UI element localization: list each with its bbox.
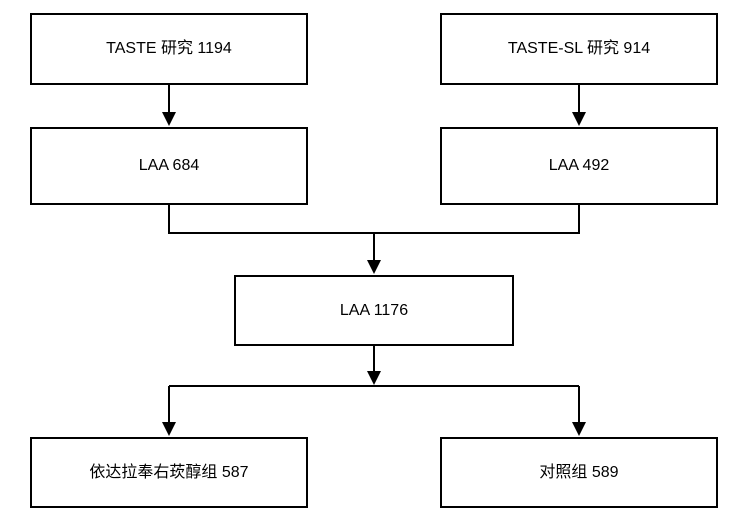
arrow-taste-to-laa684 xyxy=(162,85,176,126)
node-taste-sl-study: TASTE-SL 研究 914 xyxy=(440,13,718,85)
node-laa-pooled-label: LAA 1176 xyxy=(339,301,409,319)
arrow-tastesl-to-laa492 xyxy=(572,85,586,126)
node-control-arm: 对照组 589 xyxy=(440,437,718,508)
node-laa-right: LAA 492 xyxy=(440,127,718,205)
node-laa-right-label: LAA 492 xyxy=(548,157,610,175)
arrowhead-down-icon xyxy=(162,422,176,436)
node-control-arm-label: 对照组 589 xyxy=(539,463,619,481)
node-treatment-arm: 依达拉奉右莰醇组 587 xyxy=(30,437,308,508)
node-treatment-arm-label: 依达拉奉右莰醇组 587 xyxy=(89,463,249,481)
node-laa-pooled: LAA 1176 xyxy=(234,275,514,346)
node-laa-left: LAA 684 xyxy=(30,127,308,205)
node-taste-sl-study-label: TASTE-SL 研究 914 xyxy=(507,40,651,58)
arrowhead-down-icon xyxy=(572,422,586,436)
arrowhead-down-icon xyxy=(572,112,586,126)
arrowhead-down-icon xyxy=(162,112,176,126)
arrowhead-down-icon xyxy=(367,260,381,274)
split-connector-from-laa1176 xyxy=(162,346,586,436)
merge-connector-to-laa1176 xyxy=(168,205,580,274)
arrowhead-down-icon xyxy=(367,371,381,385)
node-taste-study-label: TASTE 研究 1194 xyxy=(106,40,232,58)
node-laa-left-label: LAA 684 xyxy=(138,157,200,175)
node-taste-study: TASTE 研究 1194 xyxy=(30,13,308,85)
